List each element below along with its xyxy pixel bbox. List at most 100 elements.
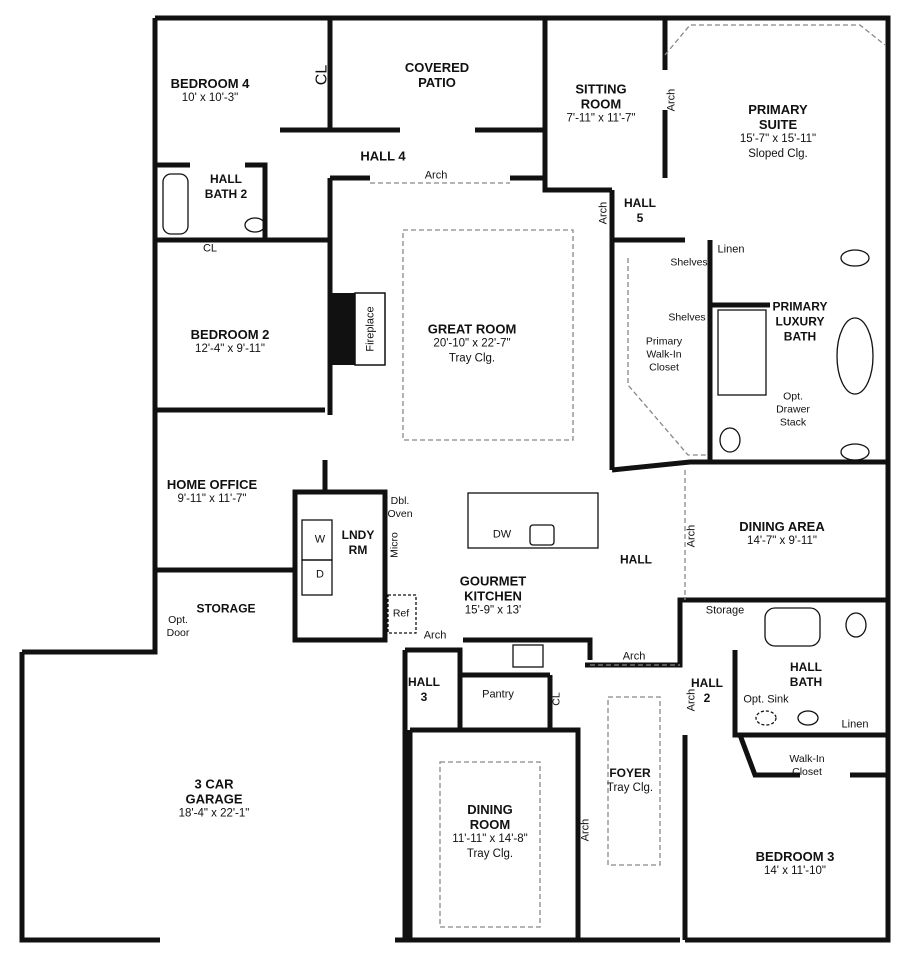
room-name: 3 CAR bbox=[194, 776, 234, 792]
room-name: GARAGE bbox=[185, 791, 243, 807]
room-name: Walk-In bbox=[646, 348, 682, 361]
room-name: ROOM bbox=[469, 817, 511, 832]
room-foyer: FOYER Tray Clg. bbox=[607, 766, 653, 796]
note: Opt. bbox=[168, 614, 188, 626]
room-dims: 15'-9" x 13' bbox=[464, 604, 522, 617]
room-name: KITCHEN bbox=[464, 588, 522, 604]
room-name: ROOM bbox=[580, 96, 622, 112]
room-note: Tray Clg. bbox=[606, 782, 654, 794]
storage-label: Storage bbox=[705, 604, 745, 617]
fireplace-hearth bbox=[354, 292, 386, 366]
room-name: Walk-In bbox=[789, 753, 825, 765]
note: Dbl. bbox=[390, 495, 410, 507]
room-hall-4: HALL 4 bbox=[360, 149, 405, 164]
room-name: PATIO bbox=[418, 75, 456, 90]
room-name: 2 bbox=[703, 691, 711, 705]
room-dims: 11'-11" x 14'-8" bbox=[452, 833, 528, 845]
room-hall: HALL bbox=[620, 553, 652, 568]
room-name: HALL bbox=[620, 552, 652, 567]
room-name: LUXURY bbox=[775, 314, 825, 329]
refrigerator-label: Ref bbox=[392, 607, 410, 620]
fireplace-label: Fireplace bbox=[364, 306, 377, 352]
ceiling-outlines bbox=[370, 24, 886, 928]
washer-label: W bbox=[314, 533, 326, 546]
dryer-label: D bbox=[316, 568, 324, 581]
room-dims: 9'-11" x 11'-7" bbox=[177, 493, 247, 505]
opt-door: Opt.Door bbox=[167, 614, 190, 640]
arch-label: Arch bbox=[685, 688, 698, 712]
note: Oven bbox=[387, 508, 413, 520]
room-name: HALL bbox=[624, 196, 656, 210]
arch-label: Arch bbox=[622, 650, 646, 663]
room-pantry: Pantry bbox=[482, 688, 514, 701]
note: Door bbox=[166, 627, 190, 639]
room-dims: 7'-11" x 11'-7" bbox=[566, 112, 636, 125]
room-name: Primary bbox=[645, 335, 683, 348]
fixtures-outline bbox=[21, 173, 874, 940]
room-name: GOURMET bbox=[459, 573, 527, 589]
room-note: Tray Clg. bbox=[466, 848, 514, 860]
closet-label: CL bbox=[202, 242, 218, 255]
room-name: Closet bbox=[792, 766, 822, 778]
linen-label: Linen bbox=[841, 718, 869, 731]
room-name: FOYER bbox=[609, 766, 651, 780]
room-name: BEDROOM 3 bbox=[755, 849, 835, 864]
room-name: HALL bbox=[790, 660, 822, 674]
room-dims: 14' x 11'-10" bbox=[764, 865, 826, 877]
room-name: HALL bbox=[691, 676, 723, 690]
opt-sink-label: Opt. Sink bbox=[743, 693, 789, 706]
room-dims: 18'-4" x 22'-1" bbox=[178, 807, 250, 820]
linen-label: Linen bbox=[717, 243, 745, 256]
room-dims: 10' x 10'-3" bbox=[181, 92, 239, 104]
note: Stack bbox=[779, 416, 807, 429]
room-dims: 15'-7" x 15'-11" bbox=[739, 133, 817, 145]
room-note: Tray Clg. bbox=[448, 352, 496, 365]
room-name: HALL bbox=[209, 172, 242, 186]
dishwasher-label: DW bbox=[492, 528, 512, 541]
room-name: HOME OFFICE bbox=[166, 477, 258, 492]
closet-label: CL bbox=[313, 64, 331, 86]
room-name: BATH bbox=[783, 329, 817, 344]
room-name: SITTING bbox=[575, 81, 627, 97]
shelves-label: Shelves bbox=[670, 256, 708, 269]
room-dims: 12'-4" x 9'-11" bbox=[195, 343, 265, 355]
room-name: BEDROOM 2 bbox=[190, 327, 270, 342]
room-name: RM bbox=[348, 543, 368, 557]
room-name: STORAGE bbox=[196, 601, 256, 616]
arch-label: Arch bbox=[685, 524, 698, 548]
room-name: DINING bbox=[467, 802, 513, 817]
arch-label: Arch bbox=[597, 201, 610, 225]
arch-label: Arch bbox=[579, 818, 592, 842]
room-name: GREAT ROOM bbox=[427, 321, 517, 337]
room-name: 3 bbox=[420, 690, 428, 704]
room-name: Closet bbox=[649, 361, 679, 374]
shelves-label: Shelves bbox=[668, 311, 706, 324]
double-oven: Dbl.Oven bbox=[387, 495, 412, 521]
room-dims: 14'-7" x 9'-11" bbox=[747, 535, 817, 547]
room-storage: STORAGE bbox=[196, 602, 255, 617]
arch-label: Arch bbox=[665, 88, 678, 112]
room-name: 5 bbox=[636, 211, 644, 225]
room-name: LNDY bbox=[341, 528, 375, 542]
room-name: BEDROOM 4 bbox=[170, 76, 250, 91]
